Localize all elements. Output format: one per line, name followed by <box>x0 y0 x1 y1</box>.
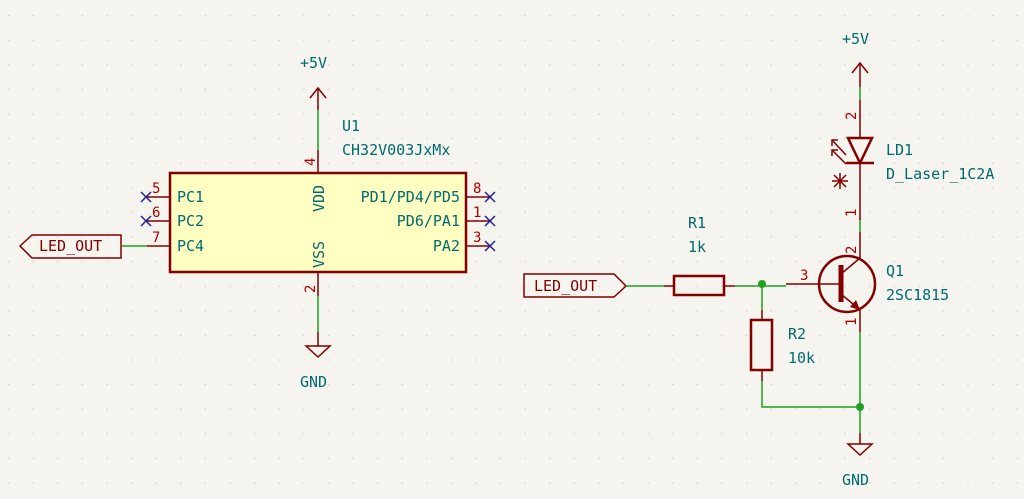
r1-value: 1k <box>688 238 706 256</box>
no-connect-icon <box>140 215 152 227</box>
u1-pin-pd1-pd4-pd5[interactable]: 8 PD1/PD4/PD5 <box>361 181 496 206</box>
u1-value: CH32V003JxMx <box>342 141 450 159</box>
u1-gnd-label: GND <box>300 373 327 391</box>
no-connect-icon <box>484 215 496 227</box>
pin-number: 6 <box>152 205 160 221</box>
global-label-led-out-right[interactable]: LED_OUT <box>523 273 628 298</box>
diode-triangle <box>846 136 874 166</box>
q1-body <box>817 254 877 314</box>
u1-pin-pc4[interactable]: 7 PC4 <box>122 230 204 255</box>
u1-top-pin-name: VDD <box>310 185 328 212</box>
right-power-symbol[interactable]: +5V <box>842 30 869 87</box>
q1-transistor[interactable]: 3 2 1 Q1 2SC1815 <box>786 232 949 332</box>
u1-pin-pd6-pa1[interactable]: 1 PD6/PA1 <box>397 205 496 230</box>
ld1-ref: LD1 <box>886 141 913 159</box>
ld1-value: D_Laser_1C2A <box>886 165 994 183</box>
laser-star-icon <box>832 173 848 189</box>
ld1-laser-diode[interactable]: 2 1 LD1 D_Laser_1C2A <box>831 100 994 220</box>
q1-collector-pin: 2 <box>844 246 860 254</box>
q1-ref: Q1 <box>886 262 904 280</box>
pin-name: PD6/PA1 <box>397 212 460 230</box>
no-connect-icon <box>484 191 496 203</box>
pin-name: PC1 <box>177 188 204 206</box>
q1-emitter-pin: 1 <box>844 318 860 326</box>
u1-pin-pc2[interactable]: 6 PC2 <box>140 205 204 230</box>
pin-name: PD1/PD4/PD5 <box>361 188 460 206</box>
right-power-label: +5V <box>842 30 869 48</box>
global-label-led-out-left[interactable]: LED_OUT <box>18 234 122 259</box>
r1-resistor[interactable]: R1 1k <box>672 214 735 297</box>
u1-bottom-pin-name: VSS <box>310 241 328 268</box>
laser-emission-icon <box>831 139 847 165</box>
pin-name: PA2 <box>433 237 460 255</box>
pin-name: PC2 <box>177 212 204 230</box>
pin-number: 5 <box>152 181 160 197</box>
u1-symbol[interactable]: +5V U1 CH32V003JxMx 4 VDD VSS GND 2 5 PC… <box>122 54 496 391</box>
r2-value: 10k <box>788 349 815 367</box>
u1-bottom-pin-num: 2 <box>303 285 319 293</box>
pin-number: 3 <box>473 230 481 246</box>
no-connect-icon <box>484 240 496 252</box>
emitter-arrow-icon <box>850 300 860 310</box>
u1-power-label: +5V <box>300 54 327 72</box>
label-text: LED_OUT <box>534 277 597 295</box>
r2-ref: R2 <box>788 325 806 343</box>
u1-power-symbol[interactable]: +5V <box>300 54 327 173</box>
u1-body <box>168 171 468 274</box>
no-connect-icon <box>140 191 152 203</box>
q1-value: 2SC1815 <box>886 286 949 304</box>
u1-pin-pa2[interactable]: 3 PA2 <box>433 230 496 255</box>
label-text: LED_OUT <box>39 237 102 255</box>
r1-ref: R1 <box>688 214 706 232</box>
pin-number: 1 <box>473 205 481 221</box>
pin-name: PC4 <box>177 237 204 255</box>
right-gnd-label: GND <box>842 471 869 489</box>
u1-top-pin-num: 4 <box>303 158 319 166</box>
pin-number: 7 <box>152 230 160 246</box>
q1-base-pin: 3 <box>800 268 808 284</box>
u1-pin-pc1[interactable]: 5 PC1 <box>140 181 204 206</box>
ld1-cathode-pin: 1 <box>844 209 860 217</box>
pin-number: 8 <box>473 181 481 197</box>
right-gnd-symbol[interactable]: GND <box>842 433 874 489</box>
r2-resistor[interactable]: R2 10k <box>749 318 815 381</box>
wire-r2-gnd[interactable] <box>761 381 860 408</box>
u1-gnd-symbol[interactable]: GND <box>300 272 332 391</box>
ld1-anode-pin: 2 <box>844 112 860 120</box>
u1-ref: U1 <box>342 117 360 135</box>
